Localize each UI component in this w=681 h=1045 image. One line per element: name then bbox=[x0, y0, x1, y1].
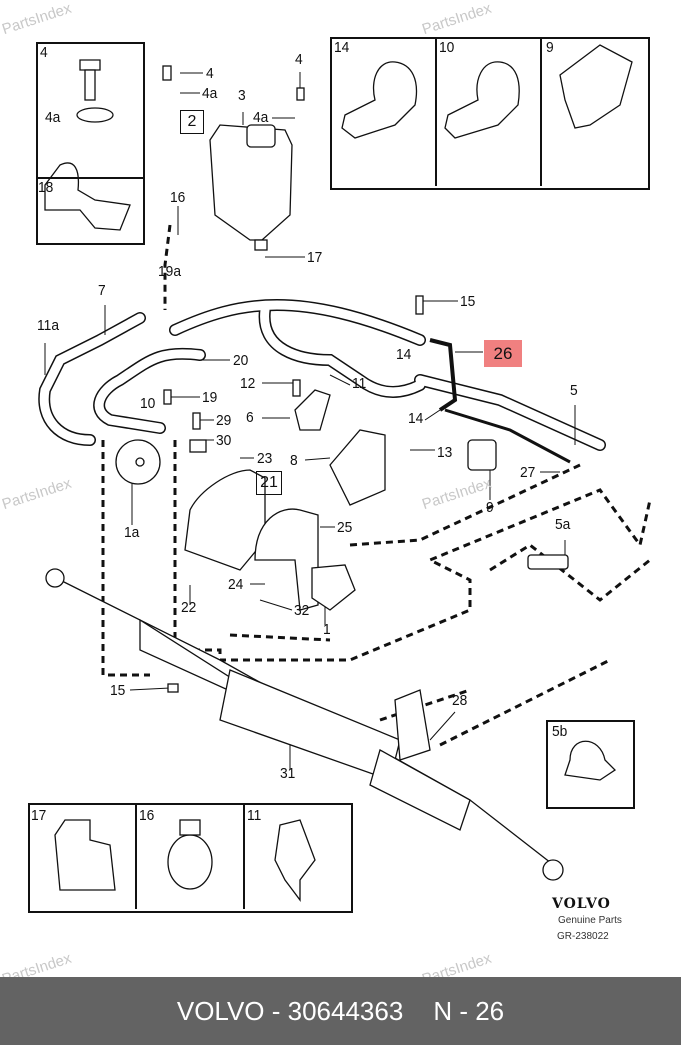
callout-1[interactable]: 1 bbox=[323, 621, 331, 638]
callout-15[interactable]: 15 bbox=[460, 293, 476, 310]
callout-16[interactable]: 16 bbox=[170, 189, 186, 206]
callout-4a[interactable]: 4a bbox=[253, 109, 269, 126]
inset-5b bbox=[546, 720, 635, 809]
inset-clip-18 bbox=[36, 177, 145, 245]
inset-label-11: 11 bbox=[247, 807, 262, 824]
callout-28[interactable]: 28 bbox=[452, 692, 468, 709]
inset-clamps-box bbox=[330, 37, 650, 190]
callout-29[interactable]: 29 bbox=[216, 412, 232, 429]
leader-lines bbox=[44, 72, 576, 770]
brackets bbox=[184, 389, 569, 611]
callout-27[interactable]: 27 bbox=[520, 464, 536, 481]
callout-7[interactable]: 7 bbox=[98, 282, 106, 299]
brand-tagline: Genuine Parts bbox=[558, 915, 622, 926]
callout-25[interactable]: 25 bbox=[337, 519, 353, 536]
callout-20[interactable]: 20 bbox=[233, 352, 249, 369]
callout-5[interactable]: 5 bbox=[570, 382, 578, 399]
inset-divider bbox=[135, 803, 137, 909]
parts-diagram: 4 4a 18 14 10 9 5b 17 16 11 4 4a 3 2 4 4… bbox=[0, 0, 652, 988]
volvo-logo: VOLVO bbox=[552, 896, 611, 912]
callout-12[interactable]: 12 bbox=[240, 375, 256, 392]
inset-divider bbox=[540, 37, 542, 186]
callout-1a[interactable]: 1a bbox=[124, 524, 140, 541]
callout-23[interactable]: 23 bbox=[257, 450, 273, 467]
callout-21[interactable]: 21 bbox=[256, 471, 282, 495]
callout-17[interactable]: 17 bbox=[307, 249, 323, 266]
inset-label-14: 14 bbox=[334, 39, 350, 56]
pulley bbox=[115, 439, 161, 485]
inset-divider bbox=[243, 803, 245, 909]
footer-bar: VOLVO - 30644363 N - 26 bbox=[0, 977, 681, 1045]
dashed-connections bbox=[101, 224, 652, 747]
steering-rack bbox=[45, 568, 564, 881]
callout-4[interactable]: 4 bbox=[295, 51, 303, 68]
callout-2[interactable]: 2 bbox=[180, 110, 204, 134]
callout-31[interactable]: 31 bbox=[280, 765, 296, 782]
callout-26-highlighted[interactable]: 26 bbox=[484, 340, 522, 367]
inset-label-18: 18 bbox=[38, 179, 54, 196]
callout-24[interactable]: 24 bbox=[228, 576, 244, 593]
callout-8[interactable]: 8 bbox=[290, 452, 298, 469]
callout-10[interactable]: 10 bbox=[140, 395, 156, 412]
inset-label-4a: 4a bbox=[45, 109, 61, 126]
inset-label-9: 9 bbox=[546, 39, 554, 56]
callout-15[interactable]: 15 bbox=[110, 682, 126, 699]
callout-4[interactable]: 4 bbox=[206, 65, 214, 82]
inset-label-17: 17 bbox=[31, 807, 47, 824]
callout-30[interactable]: 30 bbox=[216, 432, 232, 449]
footer-position: N - 26 bbox=[433, 995, 505, 1026]
inset-label-16: 16 bbox=[139, 807, 155, 824]
diagram-reference: GR-238022 bbox=[557, 931, 609, 942]
bolts bbox=[162, 65, 424, 693]
callout-14[interactable]: 14 bbox=[396, 346, 412, 363]
inset-clamps bbox=[44, 44, 633, 902]
callout-11a[interactable]: 11a bbox=[37, 317, 60, 334]
callout-19[interactable]: 19 bbox=[202, 389, 218, 406]
callout-19a[interactable]: 19a bbox=[158, 263, 182, 280]
callout-5a[interactable]: 5a bbox=[555, 516, 571, 533]
pressure-line-26 bbox=[429, 338, 458, 412]
callout-6[interactable]: 6 bbox=[246, 409, 254, 426]
callout-14[interactable]: 14 bbox=[408, 410, 424, 427]
diagram-drawing bbox=[38, 44, 652, 902]
callout-9[interactable]: 9 bbox=[486, 499, 494, 516]
callout-22[interactable]: 22 bbox=[181, 599, 197, 616]
callout-4a[interactable]: 4a bbox=[202, 85, 218, 102]
reservoir bbox=[209, 124, 293, 251]
callout-32[interactable]: 32 bbox=[294, 602, 310, 619]
inset-label-5b: 5b bbox=[552, 723, 568, 740]
inset-divider bbox=[435, 37, 437, 186]
inset-label-10: 10 bbox=[439, 39, 455, 56]
callout-3[interactable]: 3 bbox=[238, 87, 246, 104]
inset-label-4: 4 bbox=[40, 44, 48, 61]
inset-bottom-clamps bbox=[28, 803, 353, 913]
callout-11[interactable]: 11 bbox=[352, 375, 367, 392]
footer-part-number: VOLVO - 30644363 bbox=[176, 995, 404, 1026]
callout-13[interactable]: 13 bbox=[437, 444, 453, 461]
